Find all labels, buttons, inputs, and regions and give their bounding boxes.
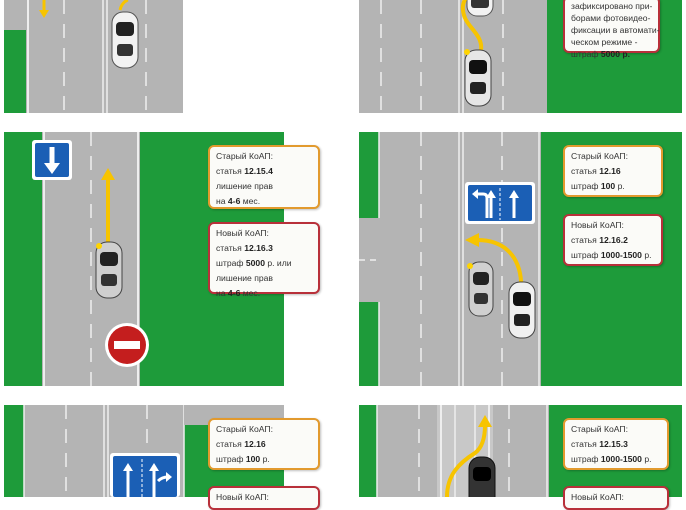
fine-info-box-top: зафиксировано при- борами фотовидео- фик… bbox=[563, 0, 660, 59]
new-code-box-bottom-left: Новый КоАП: bbox=[208, 486, 320, 510]
car-icon bbox=[111, 11, 139, 69]
new-code-title: Новый КоАП: bbox=[216, 228, 269, 238]
old-code-title: Старый КоАП: bbox=[571, 151, 628, 161]
new-code-title: Новый КоАП: bbox=[216, 492, 269, 502]
trajectory-arrow-icon bbox=[39, 0, 49, 18]
old-code-box-bottom-left: Старый КоАП: статья 12.16 штраф 100 р. bbox=[208, 418, 320, 470]
trajectory-arrow-icon bbox=[460, 0, 484, 51]
lane-direction-sign-icon bbox=[465, 182, 535, 224]
no-entry-sign-icon bbox=[105, 323, 149, 367]
fine-line-3: фиксации в автомати- bbox=[571, 25, 660, 35]
fine-line-2: борами фотовидео- bbox=[571, 13, 651, 23]
car-icon bbox=[467, 261, 494, 317]
scenario-panel-top-left bbox=[4, 0, 183, 113]
fine-line-4: ческом режиме - bbox=[571, 37, 638, 47]
road-scene-top-left bbox=[4, 0, 183, 113]
old-code-article: статья 12.16 bbox=[216, 439, 266, 449]
new-code-duration: на 4-6 мес. bbox=[216, 288, 261, 298]
new-code-fine: штраф 1000-1500 р. bbox=[571, 250, 652, 260]
new-code-penalty: лишение прав bbox=[216, 273, 273, 283]
new-code-article: статья 12.16.2 bbox=[571, 235, 628, 245]
old-code-fine: штраф 100 р. bbox=[571, 181, 625, 191]
old-code-penalty: лишение прав bbox=[216, 181, 273, 191]
road-scene-top-right bbox=[359, 0, 682, 113]
new-code-title: Новый КоАП: bbox=[571, 220, 624, 230]
one-way-sign-icon bbox=[32, 140, 72, 180]
old-code-duration: на 4-6 мес. bbox=[216, 196, 261, 206]
old-code-fine: штраф 100 р. bbox=[216, 454, 270, 464]
new-code-fine: штраф 5000 р. или bbox=[216, 258, 292, 268]
old-code-article: статья 12.15.4 bbox=[216, 166, 273, 176]
fine-line-1: зафиксировано при- bbox=[571, 1, 653, 11]
car-icon bbox=[508, 281, 536, 339]
old-code-box-middle-right: Старый КоАП: статья 12.16 штраф 100 р. bbox=[563, 145, 663, 197]
trajectory-arrow-icon bbox=[101, 168, 115, 244]
new-code-box-bottom-right: Новый КоАП: bbox=[563, 486, 669, 510]
old-code-article: статья 12.16 bbox=[571, 166, 621, 176]
car-icon bbox=[466, 0, 494, 17]
old-code-title: Старый КоАП: bbox=[216, 424, 273, 434]
car-icon bbox=[468, 456, 496, 497]
car-icon bbox=[95, 241, 123, 299]
car-icon bbox=[464, 49, 492, 107]
old-code-box-middle-left: Старый КоАП: статья 12.15.4 лишение прав… bbox=[208, 145, 320, 209]
new-code-box-middle-right: Новый КоАП: статья 12.16.2 штраф 1000-15… bbox=[563, 214, 663, 266]
new-code-title: Новый КоАП: bbox=[571, 492, 624, 502]
old-code-title: Старый КоАП: bbox=[571, 424, 628, 434]
trajectory-arrow-icon bbox=[445, 415, 492, 497]
lane-direction-sign-icon bbox=[110, 453, 180, 497]
new-code-box-middle-left: Новый КоАП: статья 12.16.3 штраф 5000 р.… bbox=[208, 222, 320, 298]
fine-line-5: штраф 5000 р. bbox=[571, 49, 631, 59]
new-code-article: статья 12.16.3 bbox=[216, 243, 273, 253]
old-code-article: статья 12.15.3 bbox=[571, 439, 628, 449]
fine-amount: 5000 р. bbox=[600, 49, 631, 59]
old-code-fine: штраф 1000-1500 р. bbox=[571, 454, 652, 464]
old-code-box-bottom-right: Старый КоАП: статья 12.15.3 штраф 1000-1… bbox=[563, 418, 669, 470]
scenario-panel-top-right bbox=[359, 0, 682, 113]
old-code-title: Старый КоАП: bbox=[216, 151, 273, 161]
